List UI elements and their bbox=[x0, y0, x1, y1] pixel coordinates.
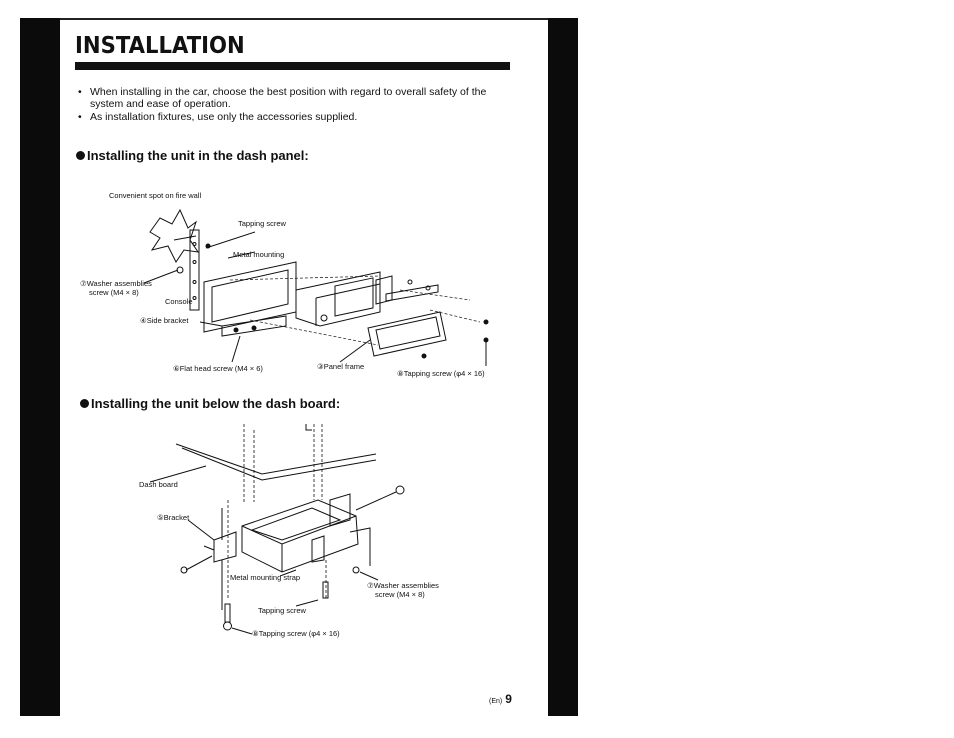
label-tapping-screw-8-2: ⑧Tapping screw (φ4 × 16) bbox=[252, 629, 340, 638]
label-metal-mounting-strap: Metal mounting strap bbox=[230, 573, 301, 582]
page-title: INSTALLATION bbox=[75, 33, 245, 59]
page-sheet bbox=[60, 20, 548, 716]
label-panel-frame: ③Panel frame bbox=[317, 362, 365, 371]
label-tapping-screw-8: ⑧Tapping screw (φ4 × 16) bbox=[397, 369, 485, 378]
label-metal-mounting: Metal mounting bbox=[233, 250, 285, 259]
bullet-dot-icon bbox=[76, 151, 85, 160]
label-convenient-spot: Convenient spot on fire wall bbox=[109, 191, 202, 200]
intro-bullets: When installing in the car, choose the b… bbox=[76, 86, 516, 124]
bullet-item: When installing in the car, choose the b… bbox=[76, 86, 516, 110]
scan-border-left bbox=[20, 18, 60, 716]
label-washer-screw-size-2: screw (M4 × 8) bbox=[375, 590, 425, 599]
section-heading-below-dash: Installing the unit below the dash board… bbox=[80, 396, 340, 411]
bullet-dot-icon bbox=[80, 399, 89, 408]
label-flat-head-screw: ⑥Flat head screw (M4 × 6) bbox=[173, 364, 263, 373]
label-tapping-screw-2: Tapping screw bbox=[258, 606, 306, 615]
label-washer-assemblies: ⑦Washer assemblies bbox=[80, 279, 152, 288]
label-washer-screw-size: screw (M4 × 8) bbox=[89, 288, 139, 297]
scan-border-right bbox=[548, 18, 578, 716]
label-tapping-screw: Tapping screw bbox=[238, 219, 286, 228]
bullet-item: As installation fixtures, use only the a… bbox=[76, 111, 516, 123]
label-bracket: ⑤Bracket bbox=[157, 513, 190, 522]
page-number: (En)9 bbox=[489, 692, 512, 706]
section-heading-dash-panel: Installing the unit in the dash panel: bbox=[76, 148, 309, 163]
label-dash-board: Dash board bbox=[139, 480, 178, 489]
title-rule bbox=[75, 62, 510, 70]
scan-top-edge bbox=[60, 18, 548, 20]
label-washer-assemblies-2: ⑦Washer assemblies bbox=[367, 581, 439, 590]
label-console: Console bbox=[165, 297, 193, 306]
label-side-bracket: ④Side bracket bbox=[140, 316, 189, 325]
